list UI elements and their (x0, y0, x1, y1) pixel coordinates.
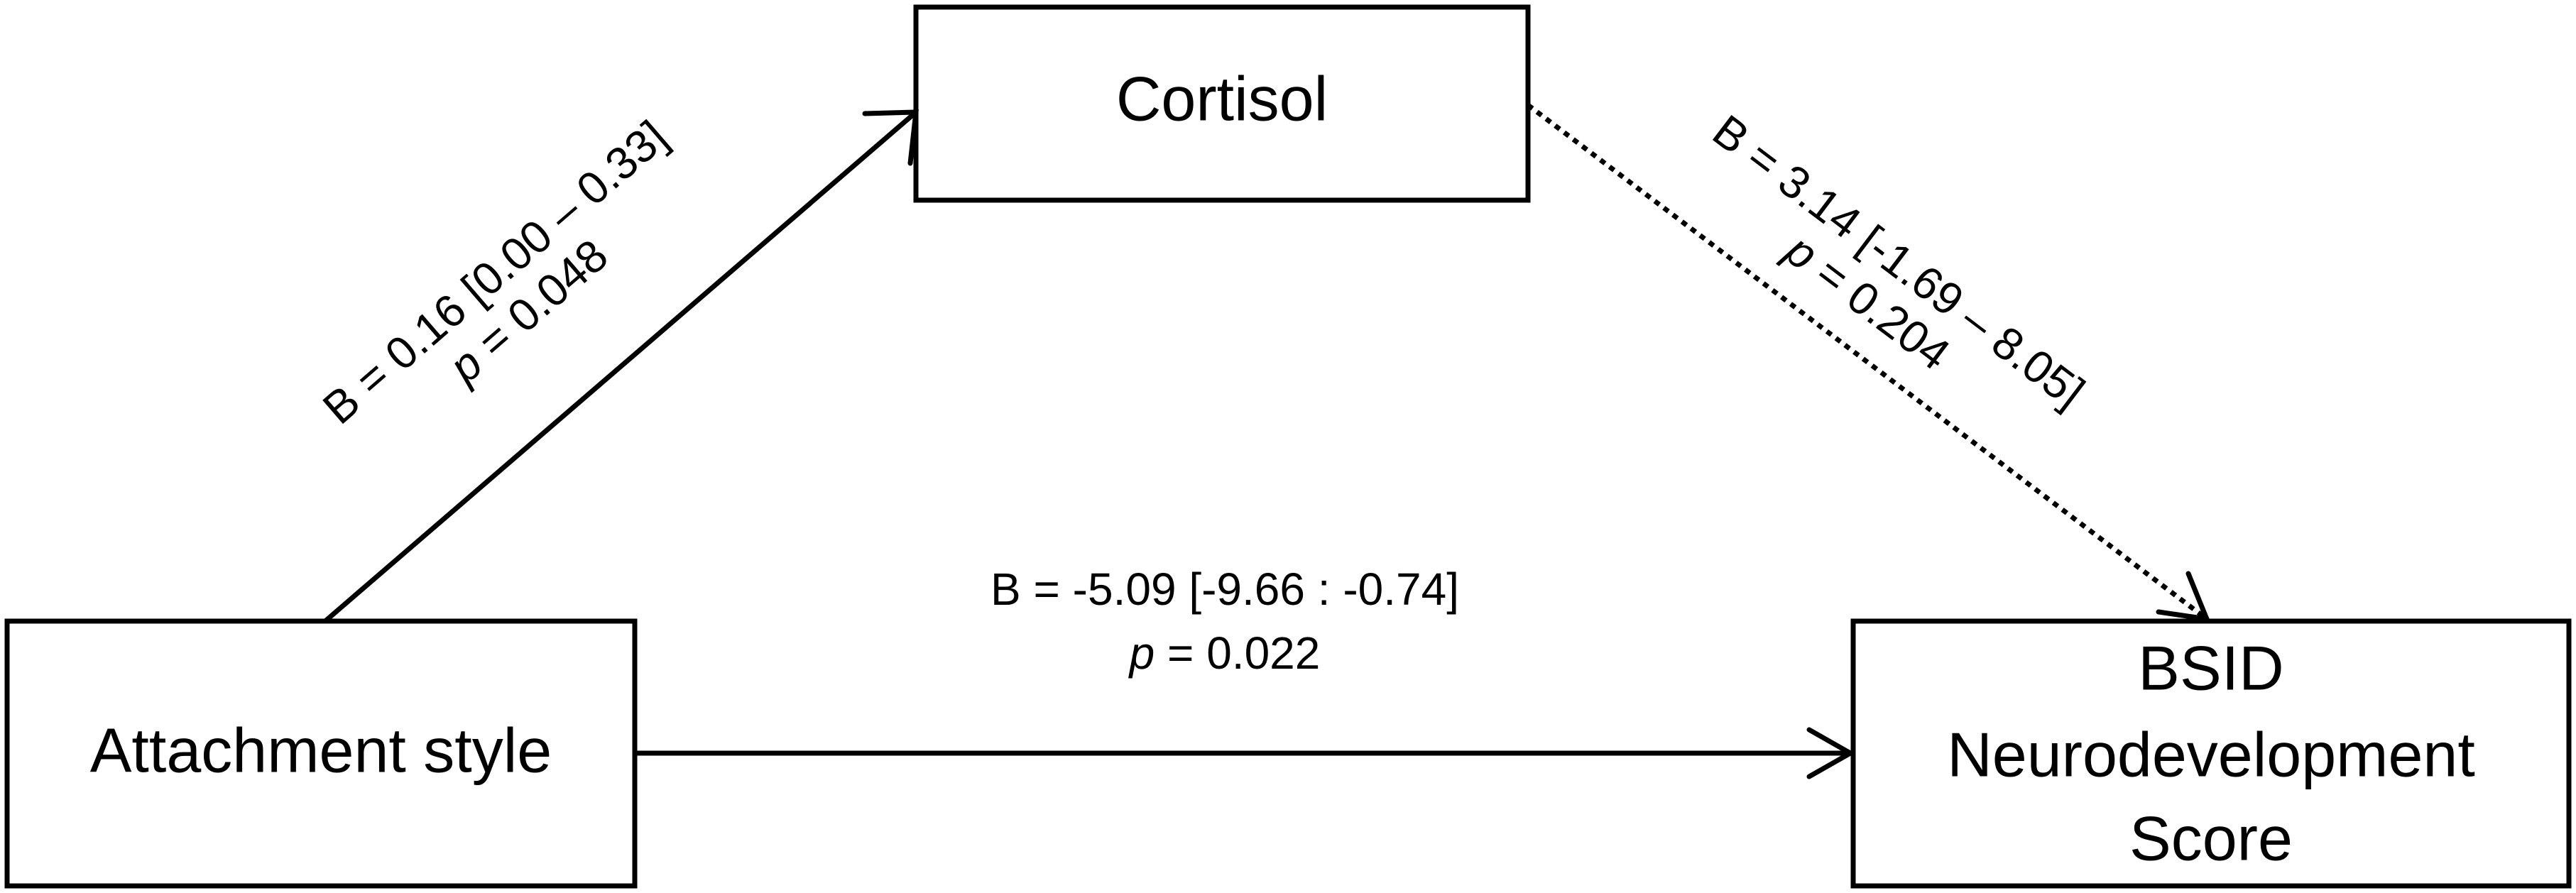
node-bsid-label-line3: Score (2129, 803, 2293, 873)
edge-cortisol-to-bsid (1526, 103, 2211, 623)
node-cortisol-box (913, 4, 1531, 203)
edge-attachment-to-cortisol-line (323, 110, 918, 623)
node-attachment-style: Attachment style (4, 618, 638, 889)
edge-label-attachment-to-bsid-p: p = 0.022 (1128, 628, 1321, 679)
node-cortisol-label: Cortisol (1116, 63, 1328, 133)
edge-attachment-to-bsid (635, 727, 1856, 779)
edge-cortisol-to-bsid-line (1526, 103, 2209, 621)
node-attachment-style-box (4, 618, 638, 889)
edge-label-cortisol-to-bsid: B = 3.14 [-1.69 – 8.05] p = 0.204 (1703, 105, 2094, 418)
edge-label-attachment-to-bsid: B = -5.09 [-9.66 : -0.74] p = 0.022 (990, 564, 1459, 679)
arrow-head-bsid-solid (1806, 727, 1856, 779)
p-symbol: p (1128, 628, 1155, 679)
node-cortisol: Cortisol (913, 4, 1531, 203)
edge-label-attachment-to-cortisol-b: B = 0.16 [0.00 – 0.33] (313, 111, 677, 434)
node-attachment-style-label: Attachment style (90, 715, 552, 785)
arrow-head-bsid-dotted (2156, 571, 2211, 623)
edge-label-attachment-to-bsid-b: B = -5.09 [-9.66 : -0.74] (990, 564, 1459, 615)
node-bsid-box (1850, 618, 2572, 889)
edge-label-attachment-to-cortisol: B = 0.16 [0.00 – 0.33] p = 0.048 (313, 111, 677, 434)
edge-label-cortisol-to-bsid-b: B = 3.14 [-1.69 – 8.05] (1703, 105, 2094, 418)
node-bsid-label-line1: BSID (2138, 632, 2283, 703)
edge-attachment-to-cortisol (323, 109, 919, 623)
p-value: = 0.022 (1155, 628, 1320, 679)
node-bsid-label-line2: Neurodevelopment (1947, 719, 2475, 789)
arrow-head-cortisol (862, 109, 919, 166)
node-bsid: BSID Neurodevelopment Score (1850, 618, 2572, 889)
